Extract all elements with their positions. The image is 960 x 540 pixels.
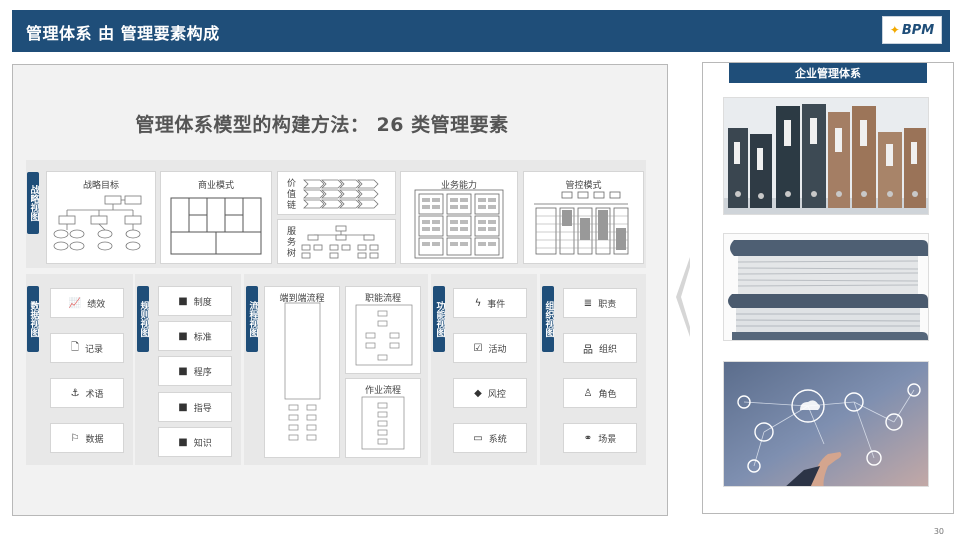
book-icon: ■ — [178, 402, 187, 413]
service-tree-box: 服务树 — [277, 219, 396, 264]
list-icon: ≣ — [584, 298, 592, 309]
strategy-goal-label: 战略目标 — [47, 178, 155, 191]
logo-spark-icon: ✦ — [890, 23, 900, 37]
functional-process-box[interactable]: 职能流程 — [345, 286, 421, 374]
element-organization[interactable]: 品组织 — [563, 333, 637, 363]
network-tech-photo — [723, 361, 929, 487]
business-capability-box: 业务能力 — [400, 171, 518, 264]
strategy-goal-box: 战略目标 — [46, 171, 156, 264]
title-bar: 管理体系 由 管理要素构成 ✦ BPM — [12, 10, 950, 52]
document-icon: 🗋 — [71, 340, 79, 357]
chart-line-icon: 📈 — [69, 298, 81, 309]
functional-process-label: 职能流程 — [346, 291, 420, 304]
operation-process-box[interactable]: 作业流程 — [345, 378, 421, 458]
rule-view-tag: 规则视图 — [137, 286, 149, 352]
strategy-view-tag: 战略视图 — [27, 172, 39, 234]
checkbox-icon: ☑ — [474, 343, 483, 354]
value-chain-box: 价值链 — [277, 171, 396, 215]
book-icon: ■ — [178, 366, 187, 377]
link-icon: ⚭ — [584, 433, 592, 444]
business-model-box: 商业模式 — [160, 171, 272, 264]
element-knowledge[interactable]: ■知识 — [158, 427, 232, 457]
element-record[interactable]: 🗋记录 — [50, 333, 124, 363]
lightning-icon: ϟ — [475, 298, 482, 309]
monitor-icon: ▭ — [473, 433, 482, 444]
operation-process-label: 作业流程 — [346, 383, 420, 396]
book-icon: ■ — [178, 331, 187, 342]
element-role[interactable]: ♙角色 — [563, 378, 637, 408]
element-risk-control[interactable]: ◆风控 — [453, 378, 527, 408]
value-chain-diagram — [278, 172, 395, 214]
logo-text: BPM — [902, 23, 934, 38]
business-model-label: 商业模式 — [161, 178, 271, 191]
element-scenario[interactable]: ⚭场景 — [563, 423, 637, 453]
control-mode-box: 管控模式 — [523, 171, 644, 264]
function-view-tag: 功能视图 — [433, 286, 445, 352]
e2e-process-box[interactable]: 端到端流程 — [264, 286, 340, 458]
e2e-flow-diagram — [265, 287, 339, 457]
enterprise-system-panel: 企业管理体系 — [702, 62, 954, 514]
process-view-tag: 流程视图 — [246, 286, 258, 352]
element-responsibility[interactable]: ≣职责 — [563, 288, 637, 318]
element-procedure[interactable]: ■程序 — [158, 356, 232, 386]
e2e-process-label: 端到端流程 — [265, 291, 339, 304]
binders-photo — [723, 97, 929, 215]
tag-icon: ◆ — [474, 388, 482, 399]
paper-stack-photo — [723, 233, 929, 341]
element-activity[interactable]: ☑活动 — [453, 333, 527, 363]
element-guidance[interactable]: ■指导 — [158, 392, 232, 422]
element-system[interactable]: ▭系统 — [453, 423, 527, 453]
element-terminology[interactable]: ⚓术语 — [50, 378, 124, 408]
flag-icon: ⚐ — [71, 433, 80, 444]
chevron-left-icon — [676, 257, 690, 337]
model-heading: 管理体系模型的构建方法： 26 类管理要素 — [12, 110, 632, 137]
book-icon: ■ — [178, 437, 187, 448]
control-mode-label: 管控模式 — [524, 178, 643, 191]
element-data[interactable]: ⚐数据 — [50, 423, 124, 453]
data-view-tag: 数据视图 — [27, 286, 39, 352]
user-icon: ♙ — [584, 388, 593, 399]
book-icon: ■ — [178, 296, 187, 307]
business-capability-label: 业务能力 — [401, 178, 517, 191]
anchor-icon: ⚓ — [71, 388, 80, 399]
element-regulation[interactable]: ■制度 — [158, 286, 232, 316]
element-performance[interactable]: 📈绩效 — [50, 288, 124, 318]
bpm-logo: ✦ BPM — [882, 16, 942, 44]
org-view-tag: 组织视图 — [542, 286, 554, 352]
enterprise-system-title: 企业管理体系 — [729, 63, 927, 83]
slide-title: 管理体系 由 管理要素构成 — [26, 20, 220, 44]
service-tree-diagram — [278, 220, 395, 263]
page-number: 30 — [934, 527, 944, 536]
element-standard[interactable]: ■标准 — [158, 321, 232, 351]
org-chart-icon: 品 — [583, 341, 593, 356]
